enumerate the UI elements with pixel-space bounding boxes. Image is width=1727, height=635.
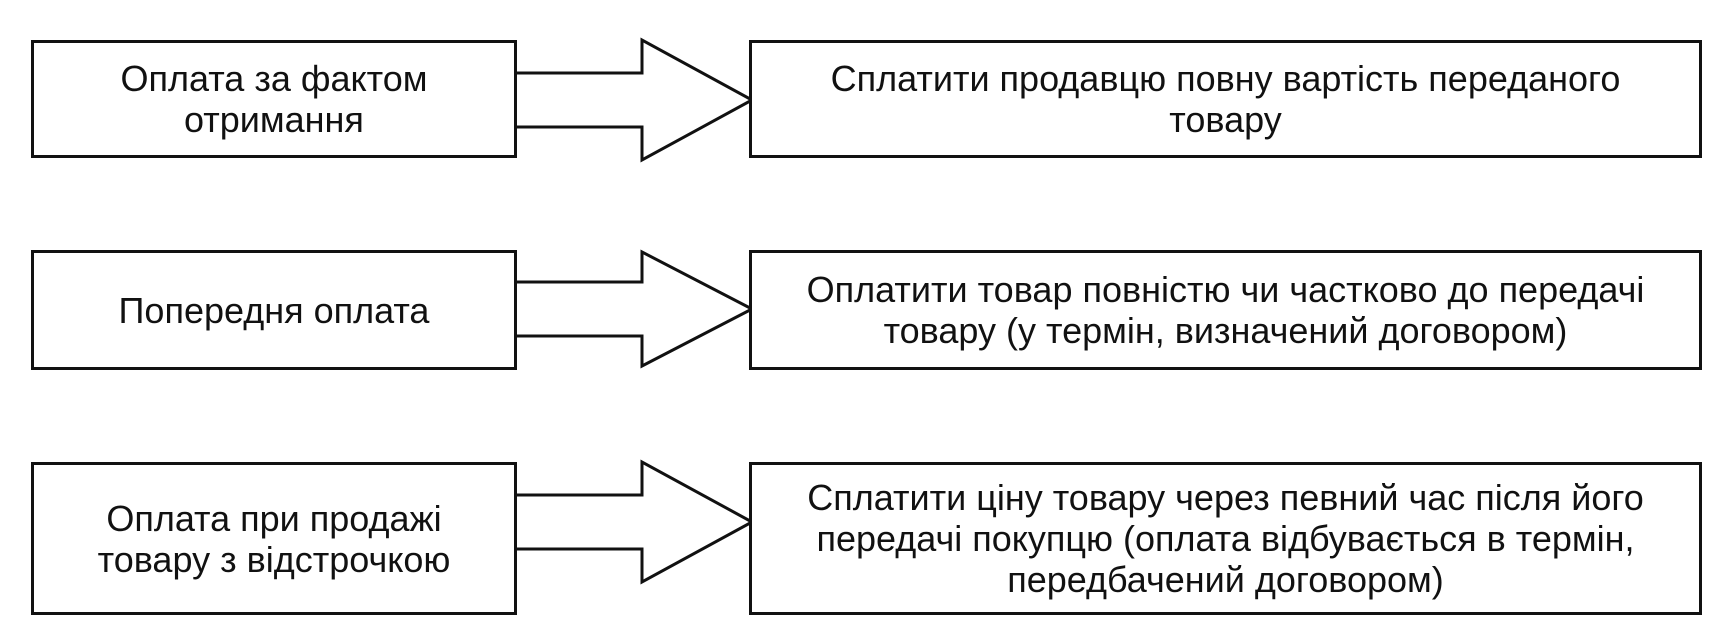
prepayment-label: Попередня оплата (118, 289, 430, 331)
payment-on-receipt-box: Оплата за фактом отримання (31, 40, 517, 158)
deferred-payment-obligation-text: Сплатити ціну товару через певний час пі… (807, 477, 1644, 600)
arrow-right-icon (514, 459, 756, 585)
prepayment-obligation-text: Оплатити товар повністю чи частково до п… (806, 269, 1645, 351)
deferred-payment-label: Оплата при продажі товару з відстрочкою (97, 497, 451, 580)
deferred-payment-obligation-box: Сплатити ціну товару через певний час пі… (749, 462, 1702, 615)
full-payment-obligation-text: Сплатити продавцю повну вартість передан… (830, 58, 1621, 140)
prepayment-box: Попередня оплата (31, 250, 517, 370)
arrow-right-icon (514, 37, 756, 163)
deferred-payment-box: Оплата при продажі товару з відстрочкою (31, 462, 517, 615)
prepayment-obligation-box: Оплатити товар повністю чи частково до п… (749, 250, 1702, 370)
payment-on-receipt-label: Оплата за фактом отримання (120, 58, 428, 140)
arrow-right-icon (514, 249, 756, 369)
full-payment-obligation-box: Сплатити продавцю повну вартість передан… (749, 40, 1702, 158)
